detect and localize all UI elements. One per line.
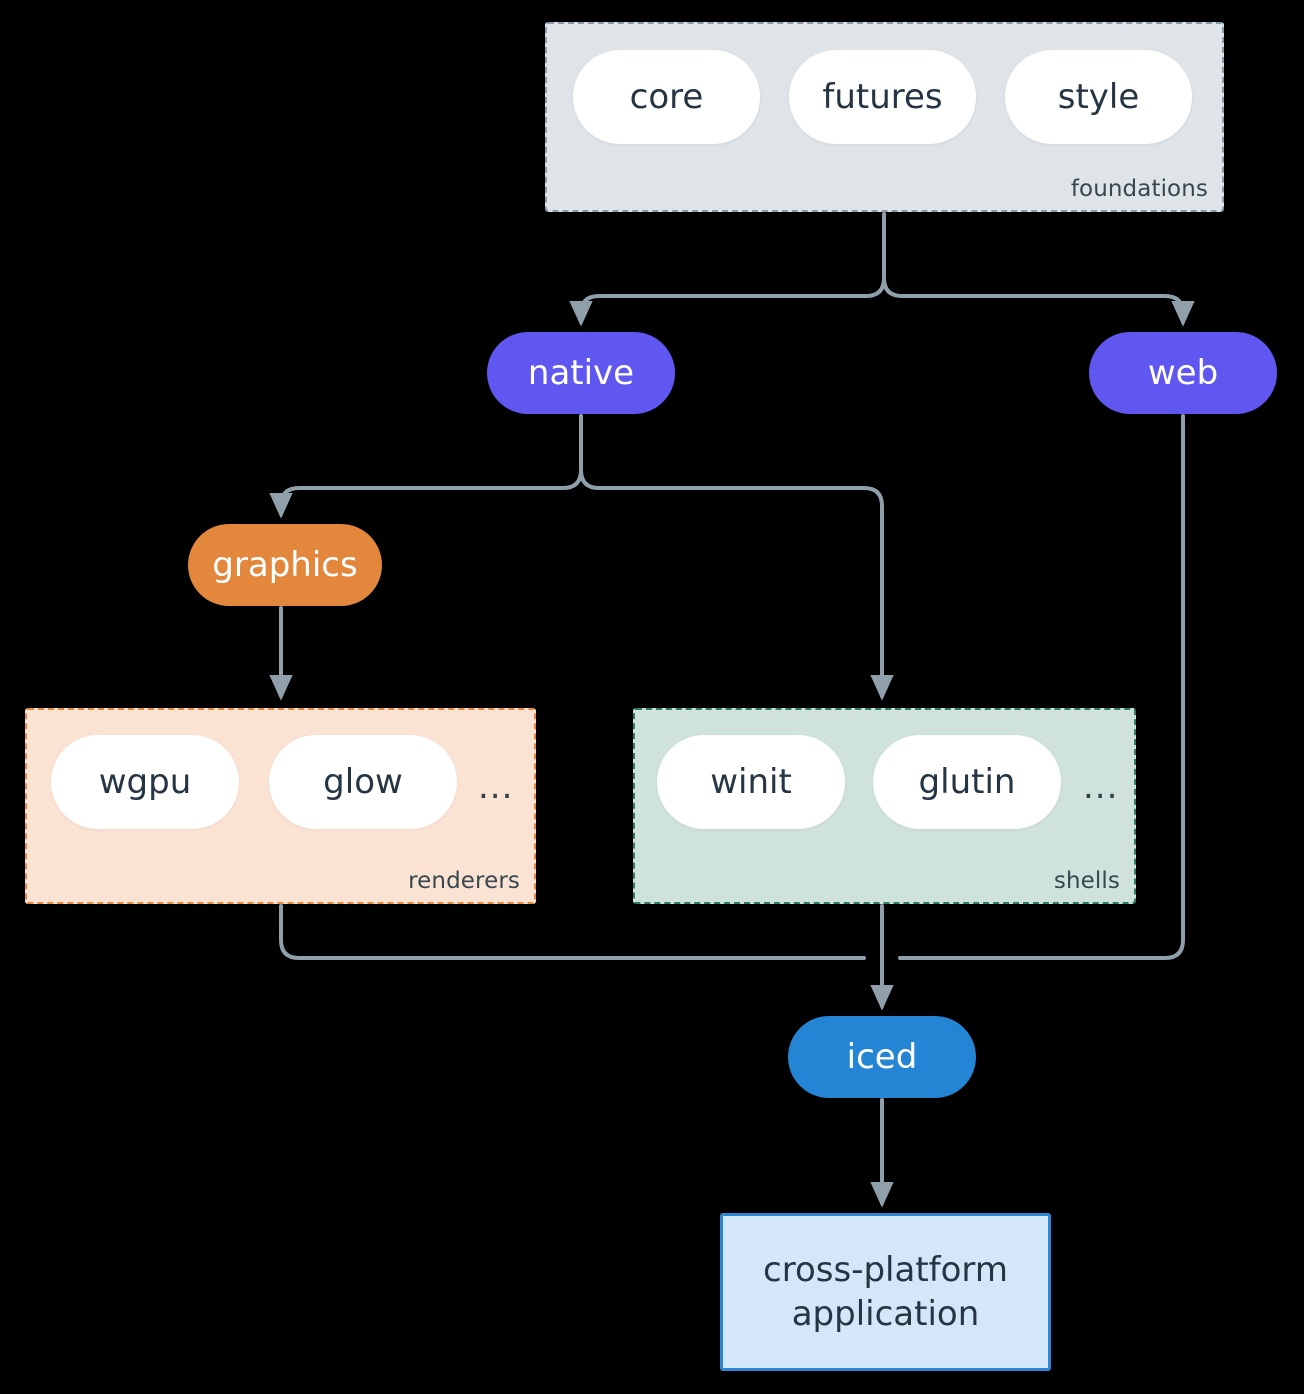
node-futures[interactable]: futures <box>789 50 976 144</box>
node-wgpu-label: wgpu <box>98 762 192 802</box>
edge-native-to-shells <box>579 468 894 701</box>
node-glow-label: glow <box>323 762 403 802</box>
application-label-line2: application <box>791 1294 980 1334</box>
edge-native-to-graphics <box>269 468 583 519</box>
edge-renderers-to-iced <box>279 904 866 960</box>
node-style[interactable]: style <box>1005 50 1192 144</box>
application-label-line1: cross-platform <box>763 1249 1008 1290</box>
node-web-label: web <box>1147 353 1219 393</box>
node-graphics[interactable]: graphics <box>188 524 382 606</box>
node-glutin[interactable]: glutin <box>873 735 1061 829</box>
node-native[interactable]: native <box>487 332 675 414</box>
cluster-renderers-label: renderers <box>408 868 520 894</box>
node-glow[interactable]: glow <box>269 735 457 829</box>
node-winit[interactable]: winit <box>657 735 845 829</box>
node-native-label: native <box>527 353 635 393</box>
renderers-overflow-ellipsis: ... <box>478 767 514 807</box>
node-winit-label: winit <box>710 762 792 802</box>
node-futures-label: futures <box>822 77 943 117</box>
edge-foundations-to-web <box>882 276 1195 327</box>
node-core-label: core <box>629 77 704 117</box>
cluster-foundations-label: foundations <box>1070 176 1208 202</box>
node-iced[interactable]: iced <box>788 1016 976 1098</box>
edge-foundations-to-native <box>569 276 886 327</box>
node-wgpu[interactable]: wgpu <box>51 735 239 829</box>
shells-overflow-ellipsis: ... <box>1083 767 1119 807</box>
node-style-label: style <box>1057 77 1140 117</box>
node-glutin-label: glutin <box>918 762 1016 802</box>
node-graphics-label: graphics <box>212 545 358 585</box>
cluster-shells-label: shells <box>1053 868 1120 894</box>
node-cross-platform-application[interactable]: cross-platform application <box>720 1213 1051 1371</box>
node-web[interactable]: web <box>1089 332 1277 414</box>
node-iced-label: iced <box>846 1037 918 1077</box>
node-core[interactable]: core <box>573 50 760 144</box>
